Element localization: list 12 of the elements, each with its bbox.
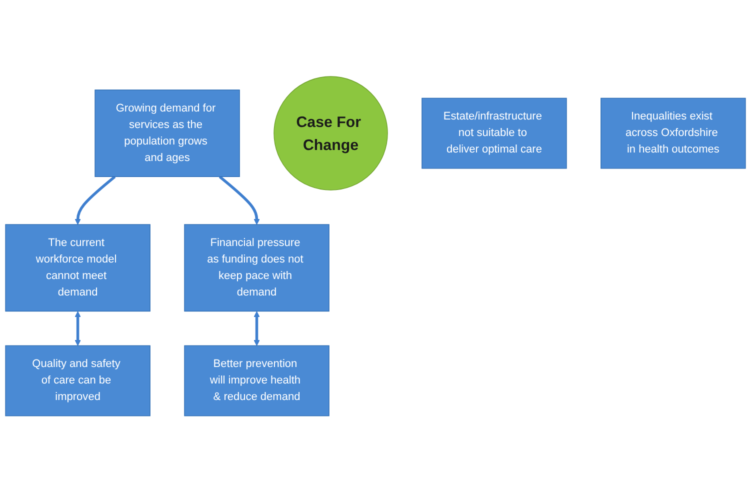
node-box (184, 224, 330, 312)
node-box (600, 98, 746, 169)
node-circle (274, 76, 388, 190)
node-box (184, 345, 330, 416)
node-box (5, 345, 150, 416)
arrow (254, 311, 260, 346)
node-box (94, 89, 240, 177)
node-box (422, 98, 567, 169)
arrow (74, 175, 116, 225)
node-box (5, 224, 150, 312)
arrow (218, 175, 260, 225)
arrow (74, 311, 81, 346)
